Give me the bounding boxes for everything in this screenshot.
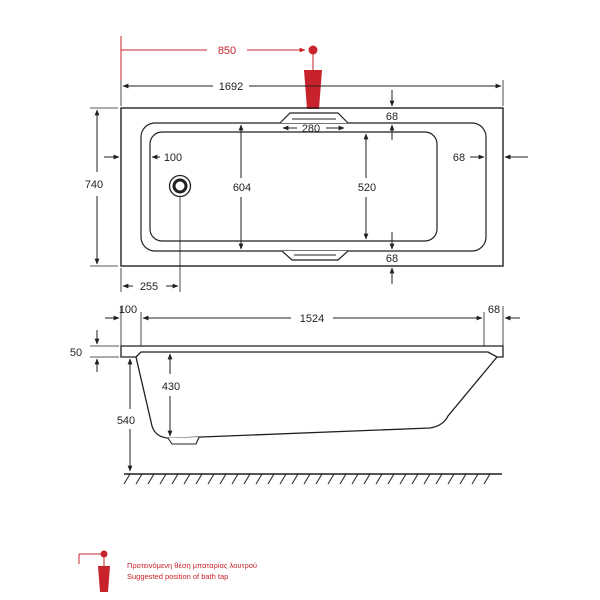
inner-depth-label: 430 [162, 381, 180, 393]
floor-line [123, 473, 502, 485]
overall-length-dimension: 1692 [120, 80, 504, 106]
floor-hatch-mark [483, 473, 491, 485]
right-rim-label: 68 [488, 304, 500, 316]
inner-depth-dimension: 430 [162, 353, 180, 437]
floor-hatch-mark [195, 473, 203, 485]
overall-width-label: 740 [85, 179, 103, 191]
floor-hatch-mark [315, 473, 323, 485]
floor-hatch-mark [183, 473, 191, 485]
rim-top-dimension: 68 [386, 90, 398, 140]
floor-hatch-mark [327, 473, 335, 485]
floor-hatch-mark [387, 473, 395, 485]
floor-hatch-mark [219, 473, 227, 485]
floor-hatch-mark [351, 473, 359, 485]
rim-bottom-label: 68 [386, 253, 398, 265]
tap-hole-width-dimension: 280 [282, 123, 345, 135]
legend: Προτεινόμενη θέση μπαταρίας λουτρού Sugg… [78, 550, 257, 592]
floor-hatch-mark [243, 473, 251, 485]
waste-position-label: 255 [140, 281, 158, 293]
tap-distance-dimension: 850 [120, 36, 306, 80]
floor-hatch-mark [207, 473, 215, 485]
bath-side-profile [120, 345, 504, 445]
floor-hatch-mark [171, 473, 179, 485]
top-handle-recess [279, 112, 349, 124]
plan-view: 850 1692 740 [85, 36, 528, 293]
side-view: 100 1524 68 50 [70, 304, 520, 485]
inner-length-dimension: 1524 [140, 312, 485, 346]
inner-width-right-label: 520 [358, 182, 376, 194]
floor-hatch-mark [231, 473, 239, 485]
floor-hatch-mark [267, 473, 275, 485]
bath-inner-outline [140, 122, 487, 252]
inner-width-left-label: 604 [233, 182, 251, 194]
floor-hatch-mark [291, 473, 299, 485]
floor-hatch-mark [147, 473, 155, 485]
bath-outer-rim [120, 107, 504, 267]
total-height-dimension: 540 [117, 358, 135, 472]
floor-hatch-mark [435, 473, 443, 485]
bottom-handle-recess [281, 250, 349, 261]
rim-bottom-dimension: 68 [386, 232, 398, 284]
floor-hatch-mark [447, 473, 455, 485]
floor-hatch-mark [399, 473, 407, 485]
rim-end-label: 68 [453, 152, 465, 164]
overall-length-label: 1692 [219, 81, 243, 93]
rim-top-label: 68 [386, 111, 398, 123]
floor-hatch-mark [339, 473, 347, 485]
waste-offset-label: 100 [164, 152, 182, 164]
left-rim-dimension: 100 [105, 304, 137, 346]
legend-label-greek: Προτεινόμενη θέση μπαταρίας λουτρού [127, 561, 257, 570]
inner-width-right-dimension: 520 [358, 133, 376, 240]
floor-hatch-mark [279, 473, 287, 485]
inner-length-label: 1524 [300, 313, 324, 325]
bath-tap-icon [304, 45, 322, 109]
floor-hatch-mark [135, 473, 143, 485]
floor-hatch-mark [459, 473, 467, 485]
waste-offset-dimension: 100 [104, 152, 182, 164]
total-height-label: 540 [117, 415, 135, 427]
floor-hatch-mark [159, 473, 167, 485]
floor-hatch-mark [411, 473, 419, 485]
tap-hole-width-label: 280 [302, 123, 320, 135]
waste-outlet-icon [168, 174, 192, 198]
tap-distance-label: 850 [218, 45, 236, 57]
floor-hatch-mark [123, 473, 131, 485]
left-rim-label: 100 [119, 304, 137, 316]
floor-hatch-mark [255, 473, 263, 485]
floor-hatch-mark [375, 473, 383, 485]
floor-hatch-mark [303, 473, 311, 485]
rim-height-dimension: 50 [70, 330, 119, 372]
waste-position-dimension: 255 [120, 197, 181, 293]
legend-tap-icon [78, 550, 110, 592]
right-rim-dimension: 68 [488, 304, 520, 346]
inner-width-left-dimension: 604 [233, 124, 251, 250]
floor-hatch-mark [423, 473, 431, 485]
legend-label-english: Suggested position of bath tap [127, 572, 228, 581]
floor-hatch-mark [363, 473, 371, 485]
bath-bottom-outline [149, 131, 438, 242]
rim-end-dimension: 68 [453, 152, 528, 164]
floor-hatch-mark [471, 473, 479, 485]
overall-width-dimension: 740 [85, 107, 118, 267]
rim-height-label: 50 [70, 347, 82, 359]
